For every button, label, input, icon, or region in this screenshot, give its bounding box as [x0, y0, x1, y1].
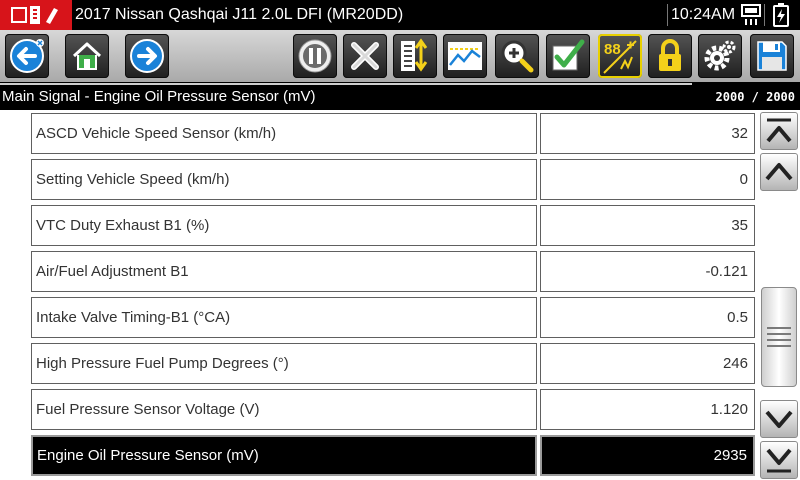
data-row[interactable]: Intake Valve Timing-B1 (°CA) 0.5: [0, 297, 756, 342]
chevron-up-icon: [765, 163, 793, 181]
exit-button[interactable]: [343, 34, 387, 78]
scroll-thumb[interactable]: [761, 287, 797, 387]
home-button[interactable]: [65, 34, 109, 78]
record-progress-bar: [0, 83, 692, 85]
signal-header: Main Signal - Engine Oil Pressure Sensor…: [0, 82, 800, 110]
data-row[interactable]: Setting Vehicle Speed (km/h) 0: [0, 159, 756, 204]
grip-line: [767, 339, 791, 341]
checkmark-icon: [552, 39, 585, 71]
pid-name: ASCD Vehicle Speed Sensor (km/h): [31, 113, 537, 154]
settings-button[interactable]: [698, 34, 742, 78]
save-button[interactable]: [750, 34, 794, 78]
grip-line: [767, 327, 791, 329]
save-icon: [757, 41, 787, 71]
pid-value: -0.121: [540, 251, 755, 292]
toolbar: 88: [0, 30, 800, 82]
sort-button[interactable]: [393, 34, 437, 78]
data-row-selected[interactable]: Engine Oil Pressure Sensor (mV) 2935: [0, 435, 756, 480]
main-signal-label: Main Signal - Engine Oil Pressure Sensor…: [2, 88, 316, 105]
pid-value: 32: [540, 113, 755, 154]
title-bar: 2017 Nissan Qashqai J11 2.0L DFI (MR20DD…: [0, 0, 800, 30]
snapon-logo-icon[interactable]: [0, 0, 72, 30]
vehicle-title: 2017 Nissan Qashqai J11 2.0L DFI (MR20DD…: [75, 6, 404, 23]
pid-value: 0: [540, 159, 755, 200]
pid-name: Setting Vehicle Speed (km/h): [31, 159, 537, 200]
zoom-icon: [501, 40, 534, 73]
data-row[interactable]: High Pressure Fuel Pump Degrees (°) 246: [0, 343, 756, 388]
lock-icon: [659, 39, 681, 71]
back-button[interactable]: [5, 34, 49, 78]
battery-icon: [770, 3, 792, 32]
pid-view-button[interactable]: 88: [598, 34, 642, 78]
pid-value: 1.120: [540, 389, 755, 430]
graph-icon: [448, 42, 482, 70]
pid-name: Engine Oil Pressure Sensor (mV): [31, 435, 537, 476]
data-row[interactable]: VTC Duty Exhaust B1 (%) 35: [0, 205, 756, 250]
select-button[interactable]: [546, 34, 590, 78]
chevron-down-icon: [765, 410, 793, 428]
double-chevron-down-icon: [766, 448, 792, 473]
scroll-top-button[interactable]: [760, 112, 798, 150]
pid-name: Air/Fuel Adjustment B1: [31, 251, 537, 292]
pid-name: Fuel Pressure Sensor Voltage (V): [31, 389, 537, 430]
clock: 10:24AM: [671, 6, 736, 23]
forward-icon: [130, 39, 164, 73]
pid-name: High Pressure Fuel Pump Degrees (°): [31, 343, 537, 384]
scrollbar[interactable]: [758, 110, 800, 480]
back-icon: [10, 39, 44, 73]
title-divider: [667, 4, 668, 26]
close-icon: [351, 42, 379, 70]
connection-icon: [740, 3, 762, 32]
sort-icon: [401, 38, 428, 72]
pid-name: Intake Valve Timing-B1 (°CA): [31, 297, 537, 338]
pid-value: 35: [540, 205, 755, 246]
pid-name: VTC Duty Exhaust B1 (%): [31, 205, 537, 246]
pid-value: 0.5: [540, 297, 755, 338]
lock-button[interactable]: [648, 34, 692, 78]
scroll-down-button[interactable]: [760, 400, 798, 438]
data-row[interactable]: Fuel Pressure Sensor Voltage (V) 1.120: [0, 389, 756, 434]
zoom-button[interactable]: [495, 34, 539, 78]
pid-value: 246: [540, 343, 755, 384]
data-row[interactable]: ASCD Vehicle Speed Sensor (km/h) 32: [0, 113, 756, 158]
scroll-up-button[interactable]: [760, 153, 798, 191]
double-chevron-up-icon: [766, 118, 792, 143]
pid-view-icon: 88: [603, 40, 637, 74]
pid-view-text: 88: [604, 41, 621, 58]
grip-line: [767, 333, 791, 335]
forward-button[interactable]: [125, 34, 169, 78]
scroll-bottom-button[interactable]: [760, 441, 798, 479]
pause-button[interactable]: [293, 34, 337, 78]
frame-counter: 2000 / 2000: [715, 90, 795, 104]
settings-icon: [704, 40, 736, 71]
grip-line: [767, 345, 791, 347]
pid-value: 2935: [540, 435, 755, 476]
data-row[interactable]: Air/Fuel Adjustment B1 -0.121: [0, 251, 756, 296]
home-icon: [72, 42, 102, 70]
graph-button[interactable]: [443, 34, 487, 78]
pause-icon: [298, 39, 332, 73]
title-divider: [764, 4, 765, 26]
